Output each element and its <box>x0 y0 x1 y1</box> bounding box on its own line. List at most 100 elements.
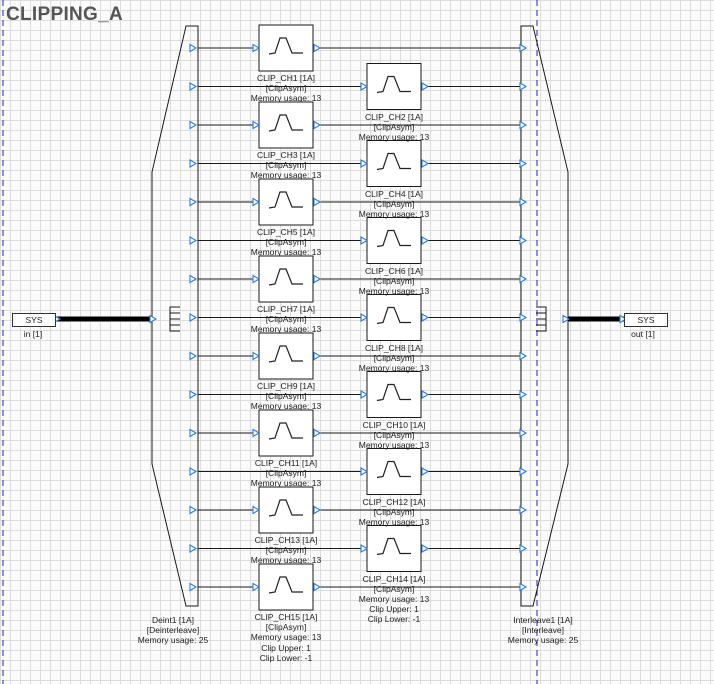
interleave-input-port[interactable] <box>519 351 528 361</box>
clip-type: [ClipAsym] <box>373 352 415 363</box>
deinterleave-output-port[interactable] <box>189 159 198 168</box>
interleave-input-port[interactable] <box>519 428 528 438</box>
interleave-input-port[interactable] <box>519 43 528 53</box>
clip-type: [ClipAsym] <box>265 314 307 325</box>
clip-input-port[interactable] <box>360 467 369 476</box>
clip-block[interactable] <box>258 24 314 72</box>
clip-memory: Memory usage: 13 <box>250 632 322 643</box>
interleave-input-port[interactable] <box>519 159 528 168</box>
deinterleave-output-port[interactable] <box>189 582 198 592</box>
deinterleave-memory: Memory usage: 25 <box>137 635 209 646</box>
interleave-input-port[interactable] <box>519 582 528 592</box>
interleave-input-port[interactable] <box>519 274 528 284</box>
clip-input-port[interactable] <box>252 43 261 53</box>
clip-block[interactable] <box>366 294 422 341</box>
clip-block[interactable] <box>258 486 314 534</box>
clip-block-label: CLIP_CH10 [1A][ClipAsym]Memory usage: 13 <box>339 420 449 451</box>
deinterleave-output-port[interactable] <box>189 505 198 515</box>
clip-block-label: CLIP_CH14 [1A][ClipAsym]Memory usage: 13… <box>339 574 449 625</box>
clip-input-port[interactable] <box>252 428 261 438</box>
clip-input-port[interactable] <box>360 159 369 168</box>
input-sublabel: in [1] <box>23 329 43 339</box>
clip-output-port[interactable] <box>421 390 430 399</box>
output-sys-block[interactable]: SYS <box>624 313 668 327</box>
interleave-input-port[interactable] <box>519 236 528 245</box>
clip-output-port[interactable] <box>313 274 322 284</box>
clip-output-port[interactable] <box>421 467 430 476</box>
clip-input-port[interactable] <box>252 582 261 592</box>
clip-block[interactable] <box>366 217 422 264</box>
deinterleave-output-port[interactable] <box>189 274 198 284</box>
clip-block[interactable] <box>366 448 422 495</box>
clip-block-label: CLIP_CH8 [1A][ClipAsym]Memory usage: 13 <box>339 343 449 374</box>
clip-memory: Memory usage: 13 <box>250 93 322 104</box>
deinterleave-output-port[interactable] <box>189 120 198 130</box>
clip-input-port[interactable] <box>252 505 261 515</box>
clip-input-port[interactable] <box>252 197 261 207</box>
clip-block[interactable] <box>258 255 314 303</box>
interleave-output-port[interactable] <box>562 314 571 324</box>
output-sys-port[interactable] <box>619 314 628 324</box>
clip-block[interactable] <box>366 525 422 572</box>
deinterleave-output-port[interactable] <box>189 351 198 361</box>
clip-output-port[interactable] <box>421 544 430 553</box>
clip-block[interactable] <box>366 140 422 187</box>
clip-block[interactable] <box>258 563 314 611</box>
clip-type: [ClipAsym] <box>265 468 307 479</box>
deinterleave-block[interactable] <box>151 25 199 607</box>
clip-name: CLIP_CH1 [1A] <box>256 73 316 83</box>
clip-input-port[interactable] <box>360 82 369 91</box>
clip-output-port[interactable] <box>421 159 430 168</box>
clip-output-port[interactable] <box>313 43 322 53</box>
deinterleave-output-port[interactable] <box>189 236 198 245</box>
clip-input-port[interactable] <box>252 274 261 284</box>
interleave-input-port[interactable] <box>519 120 528 130</box>
clip-output-port[interactable] <box>421 236 430 245</box>
interleave-input-port[interactable] <box>519 197 528 207</box>
clip-block[interactable] <box>258 178 314 226</box>
clip-block[interactable] <box>258 409 314 457</box>
clip-block-label: CLIP_CH9 [1A][ClipAsym]Memory usage: 13 <box>231 381 341 412</box>
clip-name: CLIP_CH6 [1A] <box>364 265 424 276</box>
clip-block[interactable] <box>258 101 314 149</box>
clip-input-port[interactable] <box>360 390 369 399</box>
clip-input-port[interactable] <box>360 236 369 245</box>
deinterleave-output-port[interactable] <box>189 428 198 438</box>
clip-output-port[interactable] <box>313 197 322 207</box>
interleave-input-port[interactable] <box>519 467 528 476</box>
interleave-input-port[interactable] <box>519 82 528 91</box>
interleave-input-port[interactable] <box>519 390 528 399</box>
deinterleave-output-port[interactable] <box>189 467 198 476</box>
clip-block[interactable] <box>258 332 314 380</box>
deinterleave-output-port[interactable] <box>189 544 198 553</box>
clip-output-port[interactable] <box>313 351 322 361</box>
clip-input-port[interactable] <box>252 351 261 361</box>
clip-input-port[interactable] <box>252 120 261 130</box>
clip-block[interactable] <box>366 371 422 418</box>
clip-output-port[interactable] <box>313 582 322 592</box>
clip-block-label: CLIP_CH7 [1A][ClipAsym]Memory usage: 13 <box>231 304 341 335</box>
deinterleave-output-port[interactable] <box>189 313 198 322</box>
clip-type: [ClipAsym] <box>265 391 307 402</box>
clip-block[interactable] <box>366 63 422 110</box>
clip-output-port[interactable] <box>421 82 430 91</box>
clip-type: [ClipAsym] <box>265 237 307 248</box>
input-sys-block[interactable]: SYS <box>12 313 56 327</box>
clip-output-port[interactable] <box>313 428 322 438</box>
deinterleave-output-port[interactable] <box>189 390 198 399</box>
deinterleave-output-port[interactable] <box>189 43 198 53</box>
clip-output-port[interactable] <box>421 313 430 322</box>
interleave-input-port[interactable] <box>519 544 528 553</box>
interleave-input-port[interactable] <box>519 313 528 322</box>
clip-input-port[interactable] <box>360 313 369 322</box>
clip-output-port[interactable] <box>313 120 322 130</box>
deinterleave-output-port[interactable] <box>189 82 198 91</box>
deinterleave-output-port[interactable] <box>189 197 198 207</box>
clip-input-port[interactable] <box>360 544 369 553</box>
interleave-input-port[interactable] <box>519 505 528 515</box>
deinterleave-input-port[interactable] <box>149 314 158 324</box>
clip-output-port[interactable] <box>313 505 322 515</box>
clip-curve-icon <box>376 306 411 325</box>
interleave-block[interactable] <box>520 25 569 607</box>
